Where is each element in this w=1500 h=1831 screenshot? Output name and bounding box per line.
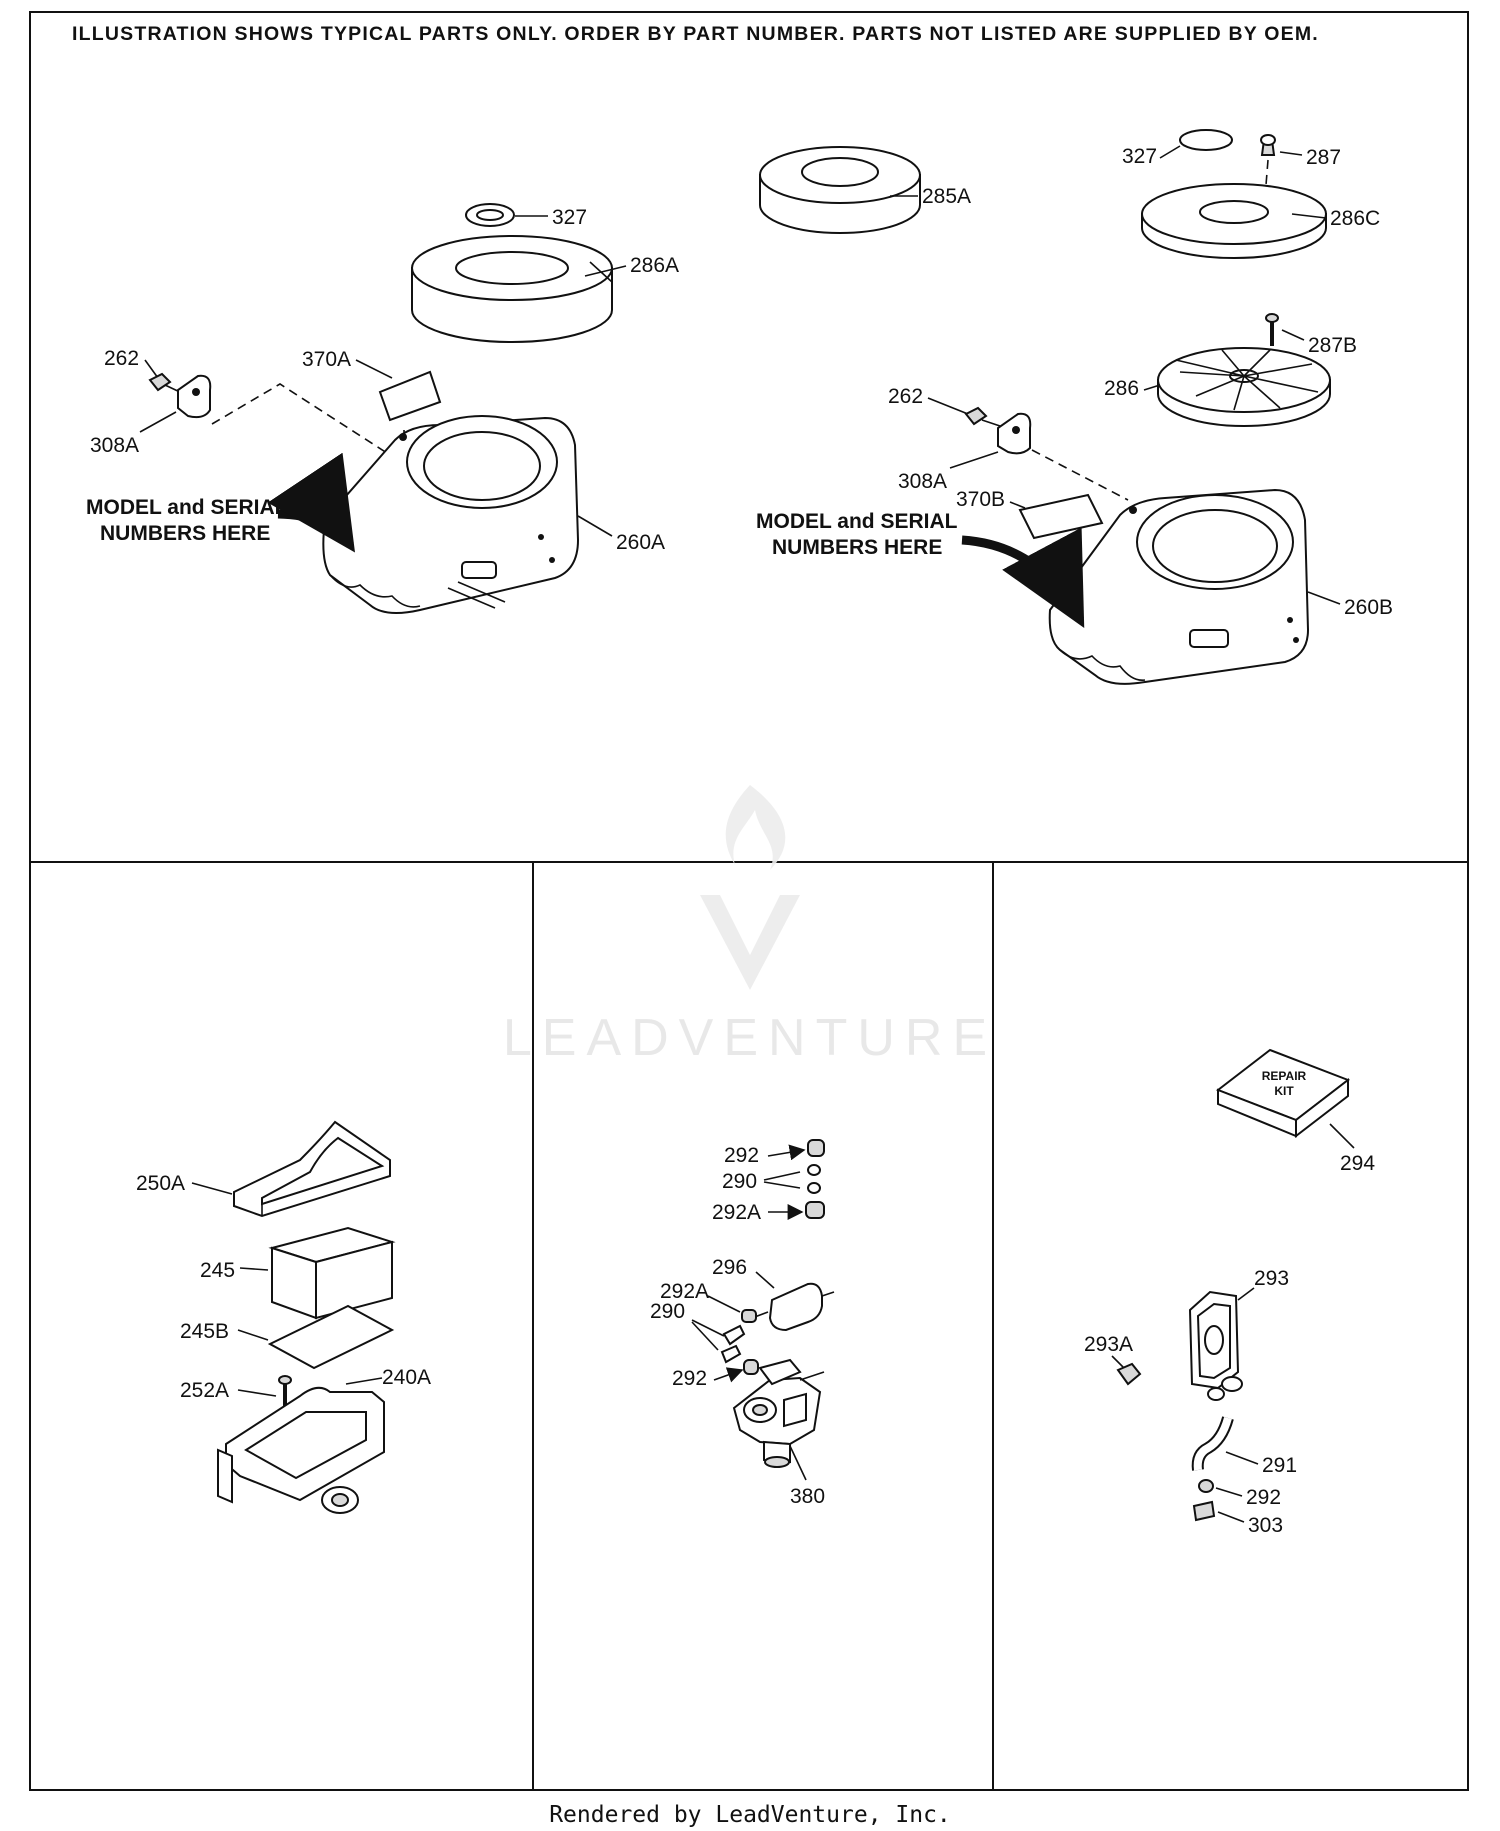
housing-b-window (1189, 629, 1229, 648)
part-292a-clamp (805, 1201, 825, 1219)
repair-kit-line2: KIT (1274, 1084, 1294, 1098)
label-292-c: 292 (1246, 1486, 1281, 1509)
label-292a-b: 292A (660, 1280, 709, 1303)
label-380: 380 (790, 1485, 825, 1508)
part-285a-foam-filter (759, 146, 921, 234)
label-293: 293 (1254, 1267, 1289, 1290)
part-293a-screw (1116, 1362, 1142, 1386)
part-296-fuel-filter (751, 1282, 835, 1332)
label-286: 286 (1104, 377, 1139, 400)
footer-credit: Rendered by LeadVenture, Inc. (549, 1802, 951, 1828)
part-286c-screen (1141, 183, 1327, 259)
label-286c: 286C (1330, 207, 1380, 230)
part-245-foam-element (268, 1226, 396, 1320)
watermark-flame-icon (725, 785, 786, 870)
part-380-carburetor (732, 1358, 825, 1468)
part-260a-blower-housing (322, 415, 580, 615)
part-286-rotating-screen (1157, 347, 1331, 427)
part-308a-bracket-b (997, 412, 1032, 455)
label-292-b: 292 (672, 1367, 707, 1390)
outer-frame (29, 11, 1469, 1791)
arrow-icon-b (961, 527, 1085, 628)
carburetor-assembly: 292 290 292A 296 292A 290 (650, 1139, 835, 1508)
part-240a-base (217, 1386, 385, 1514)
label-260a: 260A (616, 531, 665, 554)
part-292-clamp-b (743, 1359, 759, 1375)
label-252a: 252A (180, 1379, 229, 1402)
part-308a-bracket (177, 374, 212, 419)
label-294: 294 (1340, 1152, 1375, 1175)
label-292: 292 (724, 1144, 759, 1167)
label-285a: 285A (922, 185, 971, 208)
label-286a-text: 286A (630, 254, 679, 277)
watermark-v-icon (700, 895, 800, 990)
label-296: 296 (712, 1256, 747, 1279)
label-240a: 240A (382, 1366, 431, 1389)
part-327-washer-b (1179, 129, 1233, 151)
label-308a-b: 308A (898, 470, 947, 493)
label-262: 262 (104, 347, 139, 370)
part-294-repair-kit: REPAIR KIT (1215, 1048, 1351, 1139)
part-286a-foam-filter (411, 235, 613, 343)
label-291: 291 (1262, 1454, 1297, 1477)
part-262-screw-b (964, 406, 1001, 427)
label-262-b: 262 (888, 385, 923, 408)
panel-frames (29, 11, 1469, 1791)
part-290-clamps (807, 1164, 821, 1194)
label-290-b: 290 (650, 1300, 685, 1323)
part-292-clamp (807, 1139, 825, 1157)
part-287b-screw (1265, 313, 1279, 346)
label-303: 303 (1248, 1514, 1283, 1537)
label-370a: 370A (302, 348, 351, 371)
label-245: 245 (200, 1259, 235, 1282)
part-292-clamp-c (1198, 1479, 1214, 1493)
part-245b-precleaner (267, 1304, 395, 1370)
part-293-fuel-pump (1188, 1290, 1243, 1401)
label-287: 287 (1306, 146, 1341, 169)
label-308a: 308A (90, 434, 139, 457)
watermark-text: LEADVENTURE (503, 1009, 997, 1067)
label-292a: 292A (712, 1201, 761, 1224)
label-250a: 250A (136, 1172, 185, 1195)
part-370b-decal (1018, 493, 1104, 540)
blower-housing-assembly-a: 327 286A 286A 262 308A 370A (86, 203, 679, 615)
label-327-b: 327 (1122, 145, 1157, 168)
part-260b-blower-housing (1048, 488, 1310, 685)
part-303-fitting (1192, 1500, 1216, 1522)
blower-housing-assembly-b: 285A 327 287 286C 287B (756, 129, 1393, 685)
note-model-serial-line1: MODEL and SERIAL (86, 496, 288, 519)
housing-a-window (461, 561, 497, 579)
label-260b: 260B (1344, 596, 1393, 619)
label-293a: 293A (1084, 1333, 1133, 1356)
watermark: LEADVENTURE (503, 785, 997, 1067)
label-287b: 287B (1308, 334, 1357, 357)
label-370b: 370B (956, 488, 1005, 511)
part-292a-clamp-b (741, 1309, 757, 1323)
label-245b: 245B (180, 1320, 229, 1343)
part-290-clamps-b (720, 1324, 746, 1364)
label-327: 327 (552, 206, 587, 229)
part-327-washer-hole (476, 209, 504, 221)
air-cleaner-assembly: 250A 245 245B 252A 240A (136, 1120, 431, 1514)
part-250a-cover (233, 1120, 391, 1218)
label-290: 290 (722, 1170, 757, 1193)
arrow-icon (267, 452, 355, 553)
repair-kit-line1: REPAIR (1262, 1069, 1307, 1083)
header-note: ILLUSTRATION SHOWS TYPICAL PARTS ONLY. O… (72, 23, 1319, 45)
note-model-serial-line2: NUMBERS HERE (100, 522, 270, 545)
note-model-serial-b-line2: NUMBERS HERE (772, 536, 942, 559)
note-model-serial-b-line1: MODEL and SERIAL (756, 510, 958, 533)
part-370a-decal (378, 370, 442, 422)
fuel-pump-assembly: REPAIR KIT 294 293 293A 291 292 (1084, 1048, 1375, 1537)
